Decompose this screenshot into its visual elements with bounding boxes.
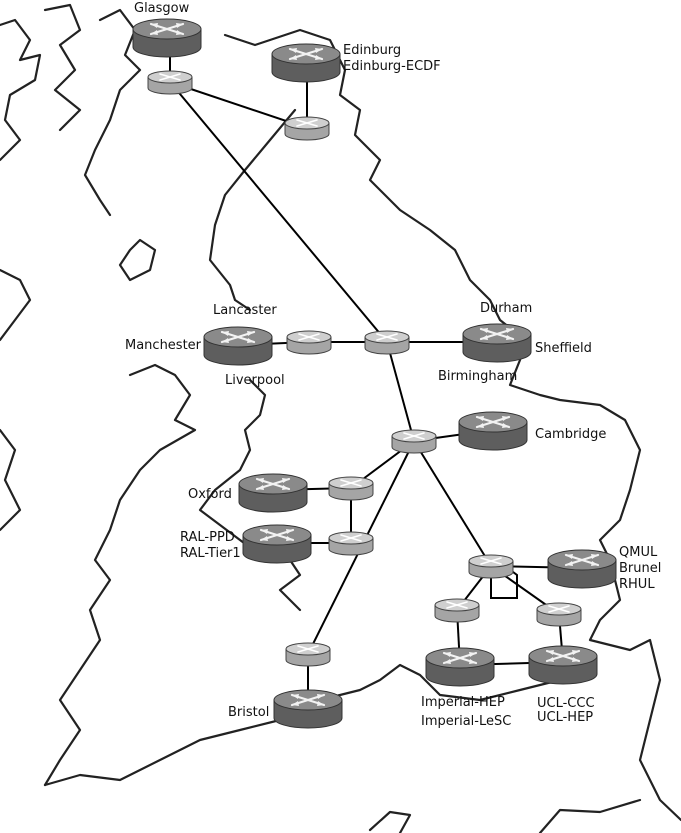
- label-cambridge: Cambridge: [535, 427, 606, 442]
- label-oxford: Oxford: [188, 487, 232, 502]
- label-qmul: QMUL: [619, 545, 658, 560]
- label-ucl-hep: UCL-HEP: [537, 710, 593, 725]
- router-icon: [286, 330, 332, 355]
- label-imperial-lesc: Imperial-LeSC: [421, 714, 511, 729]
- label-imperial-hep: Imperial-HEP: [421, 695, 505, 710]
- label-ral-ppd: RAL-PPD: [180, 530, 235, 545]
- router-icon: [527, 644, 599, 686]
- label-manchester: Manchester: [125, 338, 202, 353]
- router-icon: [424, 646, 496, 688]
- router-icon: [284, 116, 330, 141]
- router-icon: [131, 17, 203, 59]
- router-icon: [285, 642, 331, 667]
- label-durham: Durham: [480, 301, 532, 316]
- router-icon: [457, 410, 529, 452]
- router-icon: [241, 523, 313, 565]
- label-edinburgh-ecdf: Edinburg-ECDF: [343, 59, 441, 74]
- label-liverpool: Liverpool: [225, 373, 285, 388]
- label-bristol: Bristol: [228, 705, 269, 720]
- router-icon: [270, 42, 342, 84]
- router-icon: [434, 598, 480, 623]
- label-edinburgh: Edinburg: [343, 43, 401, 58]
- label-rhul: RHUL: [619, 577, 655, 592]
- router-icon: [364, 330, 410, 355]
- coastline: [0, 3, 681, 833]
- router-icon: [328, 531, 374, 556]
- router-icon: [272, 688, 344, 730]
- router-icon: [461, 322, 533, 364]
- label-ucl-ccc: UCL-CCC: [537, 696, 595, 711]
- label-lancaster: Lancaster: [213, 303, 277, 318]
- label-brunel: Brunel: [619, 561, 661, 576]
- router-icon: [237, 472, 309, 514]
- label-birmingham: Birmingham: [438, 369, 517, 384]
- label-glasgow: Glasgow: [134, 1, 190, 16]
- router-icon: [536, 602, 582, 627]
- label-sheffield: Sheffield: [535, 341, 592, 356]
- router-icon: [468, 554, 514, 579]
- site-labels: Glasgow Edinburg Edinburg-ECDF Lancaster…: [125, 1, 661, 729]
- router-icon: [391, 429, 437, 454]
- router-icon: [328, 476, 374, 501]
- router-icon: [147, 70, 193, 95]
- label-ral-tier1: RAL-Tier1: [180, 546, 241, 561]
- router-icon: [546, 548, 618, 590]
- router-icon: [202, 325, 274, 367]
